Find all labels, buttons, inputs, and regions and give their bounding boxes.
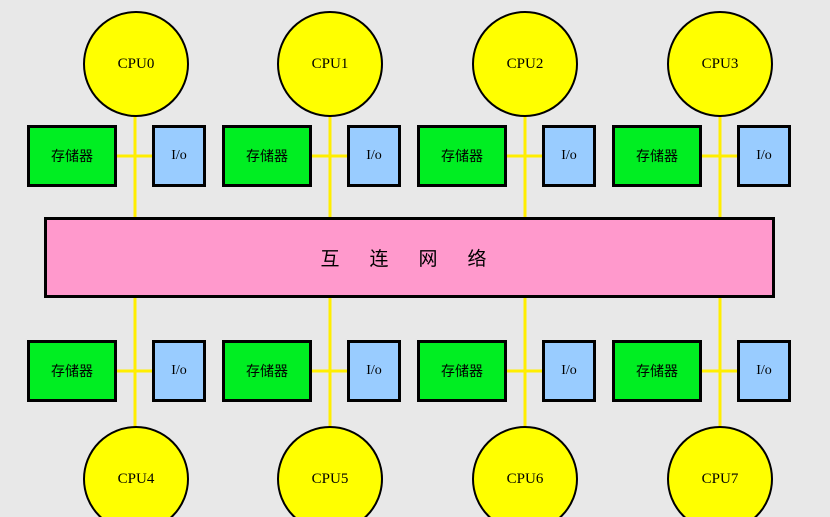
memory-block-5: 存储器 xyxy=(222,340,312,402)
io-block-1: I/o xyxy=(347,125,401,187)
cpu-node-0: CPU0 xyxy=(83,11,189,117)
cpu-node-1: CPU1 xyxy=(277,11,383,117)
memory-block-1: 存储器 xyxy=(222,125,312,187)
io-block-0: I/o xyxy=(152,125,206,187)
memory-block-2: 存储器 xyxy=(417,125,507,187)
memory-block-7: 存储器 xyxy=(612,340,702,402)
cpu-node-6: CPU6 xyxy=(472,426,578,517)
io-block-7: I/o xyxy=(737,340,791,402)
io-block-5: I/o xyxy=(347,340,401,402)
cpu-node-5: CPU5 xyxy=(277,426,383,517)
cpu-node-2: CPU2 xyxy=(472,11,578,117)
io-block-2: I/o xyxy=(542,125,596,187)
memory-block-3: 存储器 xyxy=(612,125,702,187)
memory-block-6: 存储器 xyxy=(417,340,507,402)
io-block-3: I/o xyxy=(737,125,791,187)
memory-block-0: 存储器 xyxy=(27,125,117,187)
interconnect-network: 互 连 网 络 xyxy=(44,217,775,298)
cpu-node-7: CPU7 xyxy=(667,426,773,517)
io-block-6: I/o xyxy=(542,340,596,402)
cpu-node-4: CPU4 xyxy=(83,426,189,517)
io-block-4: I/o xyxy=(152,340,206,402)
memory-block-4: 存储器 xyxy=(27,340,117,402)
cpu-node-3: CPU3 xyxy=(667,11,773,117)
